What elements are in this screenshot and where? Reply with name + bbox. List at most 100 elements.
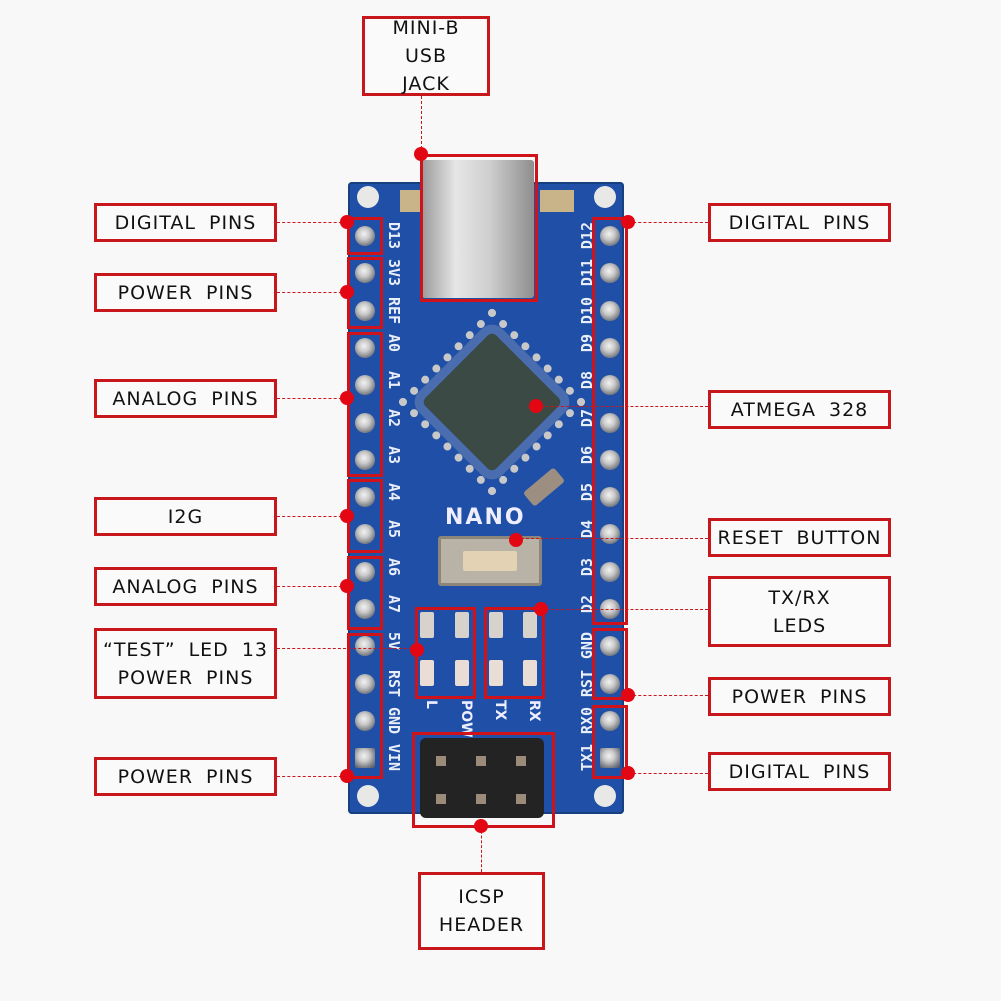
icsp-header-label: ICSP HEADER (418, 872, 545, 950)
pin-silk-label: VIN (385, 744, 403, 772)
callout-dot (509, 533, 523, 547)
led-tx (489, 660, 503, 686)
label-text: DIGITAL PINS (728, 211, 871, 234)
callout-dot (410, 643, 424, 657)
leader-line (536, 406, 708, 407)
header-pin (355, 263, 375, 284)
pin-silk-label: A6 (385, 557, 403, 576)
pin-silk-label: A5 (385, 520, 403, 539)
label-text: POWER PINS (117, 765, 254, 788)
left-label-digital-pins: DIGITAL PINS (94, 203, 277, 242)
highlight-left-power-2 (347, 633, 383, 779)
icsp-pin (476, 794, 486, 804)
icsp-header (420, 738, 544, 818)
right-label-reset-button: RESET BUTTON (708, 518, 891, 557)
mounting-hole (357, 785, 379, 807)
leader-line (516, 538, 708, 539)
header-pin (600, 226, 620, 246)
header-pin (355, 449, 375, 470)
highlight-right-digital-2 (592, 705, 628, 779)
header-pin (355, 561, 375, 582)
header-pin (600, 375, 620, 396)
pin-silk-label: REF (385, 296, 403, 324)
resistor (420, 612, 434, 638)
callout-dot (340, 579, 354, 593)
led-pow (455, 660, 469, 686)
pin-silk-label: A2 (385, 408, 403, 427)
callout-dot (340, 391, 354, 405)
label-text: RESET BUTTON (717, 526, 882, 549)
header-pin (355, 673, 375, 694)
left-label-power-pins-2: POWER PINS (94, 757, 277, 796)
label-text: “TEST” LED 13 (102, 638, 269, 661)
header-pin (600, 748, 620, 769)
callout-dot (621, 688, 635, 702)
highlight-left-d13 (347, 217, 383, 255)
left-label-power-pins: POWER PINS (94, 273, 277, 312)
header-pin (355, 226, 375, 246)
highlight-usb (420, 154, 538, 302)
leader-line (277, 776, 347, 777)
pin-silk-label: D13 (385, 222, 403, 250)
callout-dot (340, 509, 354, 523)
label-text: DIGITAL PINS (728, 760, 871, 783)
pin-silk-label: A4 (385, 483, 403, 502)
pin-silk-label: 3V3 (385, 259, 403, 287)
header-pin (355, 412, 375, 433)
resistor (523, 612, 537, 638)
pin-silk-label: A1 (385, 371, 403, 390)
callout-dot (340, 215, 354, 229)
highlight-leds-left (415, 607, 476, 699)
header-pin (355, 487, 375, 508)
label-text: POWER PINS (117, 666, 254, 689)
right-label-digital-pins: DIGITAL PINS (708, 203, 891, 242)
header-pin (600, 300, 620, 321)
left-label-analog-pins: ANALOG PINS (94, 379, 277, 418)
icsp-pin (516, 794, 526, 804)
left-label-analog-pins-2: ANALOG PINS (94, 567, 277, 606)
highlight-leds-right (484, 607, 545, 699)
highlight-left-analog (347, 332, 383, 477)
leader-line (277, 398, 347, 399)
header-pin (600, 561, 620, 582)
label-text: ATMEGA 328 (730, 398, 869, 421)
resistor (455, 612, 469, 638)
pin-silk-label: 5V (385, 632, 403, 651)
resistor (489, 612, 503, 638)
leader-line (277, 292, 347, 293)
reset-button[interactable] (438, 536, 542, 586)
leader-line (541, 609, 708, 610)
header-pin (600, 337, 620, 358)
leader-line (481, 826, 482, 872)
led-label-pow: POW (458, 700, 474, 738)
label-text: I2G (167, 505, 204, 528)
header-pin (355, 748, 375, 769)
header-pin (600, 524, 620, 545)
icsp-pin (476, 756, 486, 766)
usb-label-line: USB (404, 45, 447, 67)
right-label-txrx-leds: TX/RX LEDS (708, 576, 891, 647)
left-label-i2c: I2G (94, 497, 277, 536)
mini-usb-jack (422, 160, 534, 298)
header-pin (600, 673, 620, 694)
header-pin (355, 710, 375, 731)
usb-label-line: MINI-B (392, 17, 460, 39)
leader-line (628, 773, 708, 774)
usb-label-line: JACK (402, 73, 450, 95)
right-label-power-pins: POWER PINS (708, 677, 891, 716)
pin-silk-label: A0 (385, 333, 403, 352)
label-text: DIGITAL PINS (114, 211, 257, 234)
header-pin (355, 524, 375, 545)
leader-line (277, 648, 417, 649)
header-pin (600, 412, 620, 433)
led-l (420, 660, 434, 686)
header-pin (600, 710, 620, 731)
pin-silk-label: A3 (385, 445, 403, 464)
mounting-hole (594, 186, 616, 208)
leader-line (421, 96, 422, 154)
icsp-pin (436, 794, 446, 804)
header-pin (355, 636, 375, 657)
leader-line (277, 516, 347, 517)
header-pin (355, 375, 375, 396)
callout-dot (340, 769, 354, 783)
